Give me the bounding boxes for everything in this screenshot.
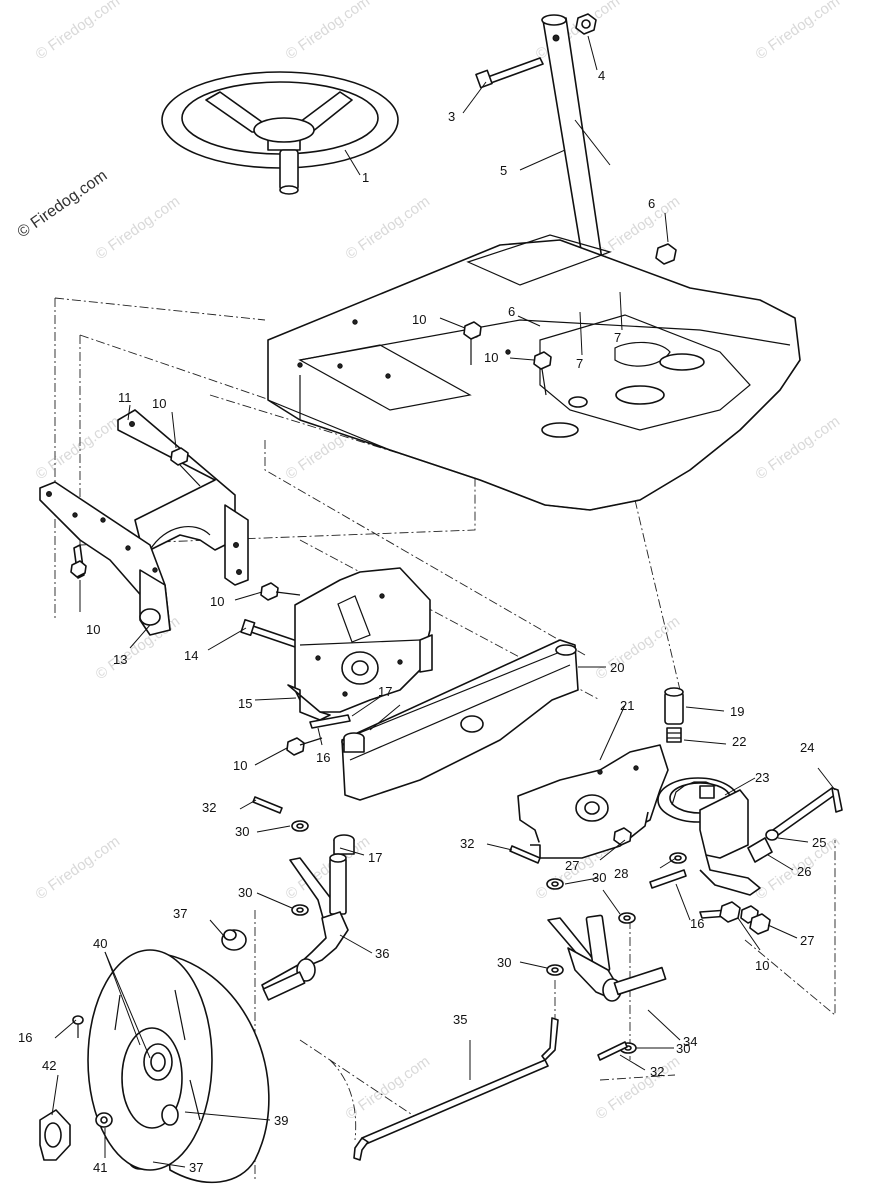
callout-22: 22 — [732, 734, 746, 749]
callout-10: 10 — [484, 350, 498, 365]
callout-10: 10 — [210, 594, 224, 609]
bracket-11 — [117, 409, 249, 586]
callout-10: 10 — [412, 312, 426, 327]
callout-36: 36 — [375, 946, 389, 961]
frame-bolts-10 — [463, 321, 552, 396]
front-wheel-40 — [87, 949, 270, 1184]
callout-32: 32 — [460, 836, 474, 851]
callout-7: 7 — [614, 330, 621, 345]
left-spindle-36 — [261, 853, 349, 1001]
watermark-tile: © Firedog.com — [593, 613, 684, 683]
callout-27: 27 — [800, 933, 814, 948]
watermark-tile: © Firedog.com — [593, 1053, 684, 1123]
axle-mount-plate-15 — [287, 567, 433, 721]
callout-39: 39 — [274, 1113, 288, 1128]
callout-16: 16 — [18, 1030, 32, 1045]
callout-24: 24 — [800, 740, 814, 755]
right-spindle-34 — [547, 914, 667, 1002]
tie-rod-35 — [353, 1017, 559, 1161]
bolt-10-axle — [286, 737, 323, 756]
callout-30: 30 — [592, 870, 606, 885]
callout-16: 16 — [690, 916, 704, 931]
callout-37: 37 — [173, 906, 187, 921]
support-plate-21 — [517, 744, 669, 859]
pins-16 — [72, 714, 687, 1038]
callout-5: 5 — [500, 163, 507, 178]
callout-42: 42 — [42, 1058, 56, 1073]
steering-wheel — [161, 71, 399, 195]
callout-37: 37 — [189, 1160, 203, 1175]
watermark-tile: © Firedog.com — [33, 833, 124, 903]
watermark-tile: © Firedog.com — [93, 193, 184, 263]
callout-30: 30 — [497, 955, 511, 970]
bolt-10-sector — [699, 901, 741, 923]
callout-4: 4 — [598, 68, 605, 83]
callout-11: 11 — [118, 390, 132, 405]
callout-32: 32 — [650, 1064, 664, 1079]
axle-bracket-13 — [39, 481, 171, 636]
callout-21: 21 — [620, 698, 634, 713]
front-axle-20 — [341, 639, 579, 801]
callout-16: 16 — [316, 750, 330, 765]
callout-28: 28 — [614, 866, 628, 881]
callout-1: 1 — [362, 170, 369, 185]
callout-10: 10 — [86, 622, 100, 637]
nut-4 — [575, 13, 597, 35]
callout-25: 25 — [812, 835, 826, 850]
bolts-10-14 — [240, 582, 301, 649]
callout-6: 6 — [508, 304, 515, 319]
callout-23: 23 — [755, 770, 769, 785]
bolt-3 — [475, 57, 544, 89]
cotter-pins-32 — [252, 796, 628, 1061]
watermark-tile: © Firedog.com — [753, 0, 844, 63]
watermark-tile: © Firedog.com — [283, 0, 374, 63]
watermark-tile: © Firedog.com — [33, 0, 124, 63]
callout-34: 34 — [683, 1034, 697, 1049]
callout-32: 32 — [202, 800, 216, 815]
watermark-tile: © Firedog.com — [343, 193, 434, 263]
callout-17: 17 — [378, 684, 392, 699]
watermark-tile: © Firedog.com — [753, 413, 844, 483]
callout-14: 14 — [184, 648, 198, 663]
callout-19: 19 — [730, 704, 744, 719]
callout-30: 30 — [238, 885, 252, 900]
callout-labels: 1 3 4 5 6 6 7 7 10 10 10 10 10 10 10 11 … — [18, 68, 826, 1175]
frame-dash-panel — [267, 234, 801, 511]
callout-15: 15 — [238, 696, 252, 711]
callout-27: 27 — [565, 858, 579, 873]
pinion-19-22 — [664, 687, 684, 743]
callout-10: 10 — [152, 396, 166, 411]
callout-40: 40 — [93, 936, 107, 951]
drag-link-24 — [740, 787, 843, 935]
bearings-41-42 — [39, 1109, 113, 1161]
callout-3: 3 — [448, 109, 455, 124]
sector-gear-23 — [657, 777, 761, 896]
callout-10: 10 — [755, 958, 769, 973]
leader-lines — [51, 35, 836, 1168]
callout-17: 17 — [368, 850, 382, 865]
callout-30: 30 — [235, 824, 249, 839]
callout-10: 10 — [233, 758, 247, 773]
callout-13: 13 — [113, 652, 127, 667]
callout-20: 20 — [610, 660, 624, 675]
watermark-main: © Firedog.com — [15, 167, 111, 241]
callout-7: 7 — [576, 356, 583, 371]
callout-30: 30 — [676, 1041, 690, 1056]
callout-26: 26 — [797, 864, 811, 879]
callout-35: 35 — [453, 1012, 467, 1027]
callout-41: 41 — [93, 1160, 107, 1175]
callout-6: 6 — [648, 196, 655, 211]
watermark-tile: © Firedog.com — [33, 413, 124, 483]
